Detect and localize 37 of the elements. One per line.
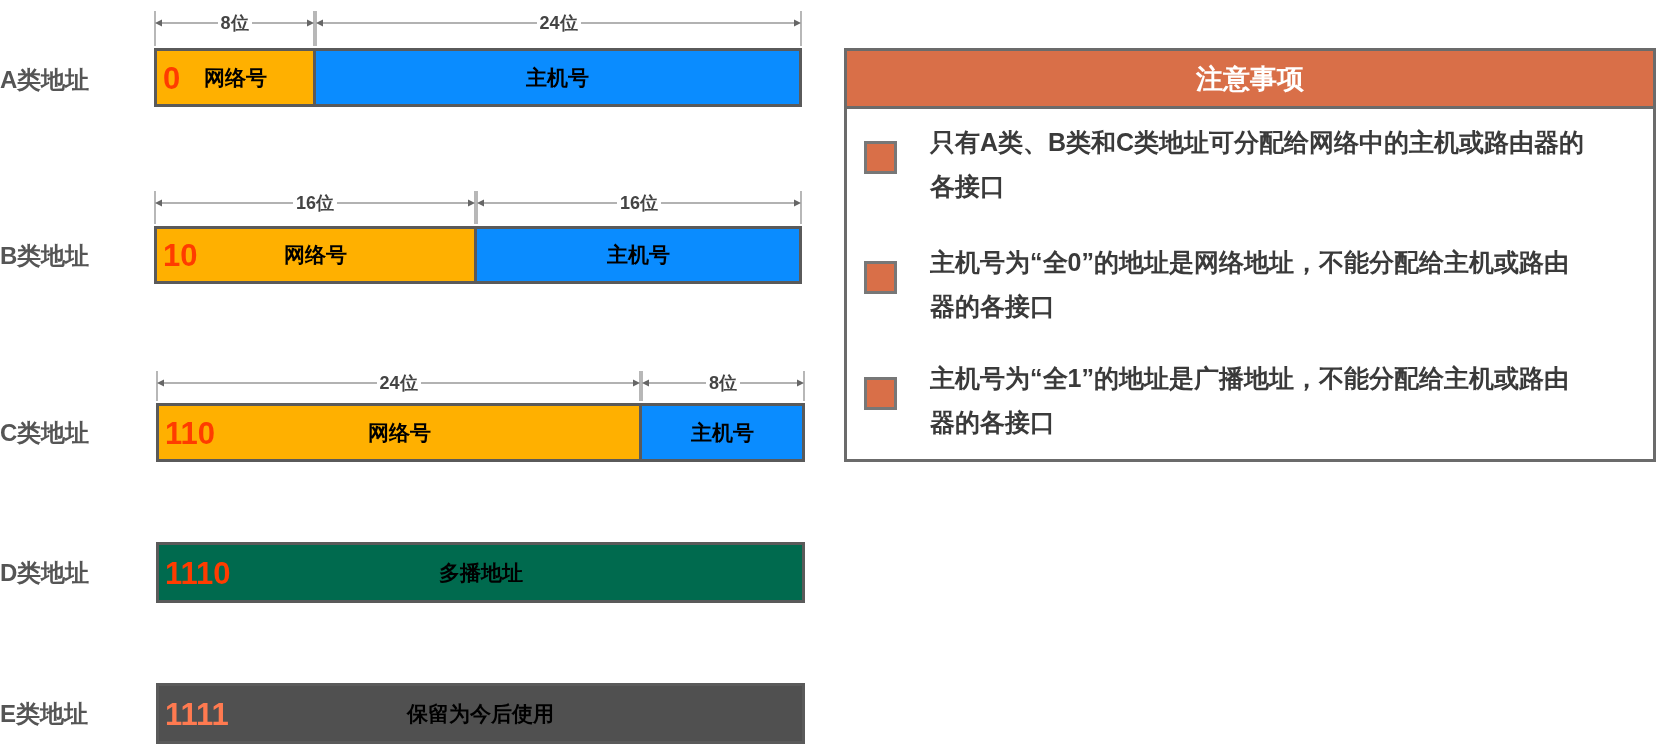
field-name: 多播地址 bbox=[438, 560, 523, 585]
notes-panel bbox=[844, 48, 1656, 462]
address-class-label: D类地址 bbox=[0, 561, 90, 585]
dimension-label: 16位 bbox=[293, 194, 337, 212]
field-name: 保留为今后使用 bbox=[407, 701, 554, 726]
panel-header: 注意事项 bbox=[847, 51, 1653, 109]
prefix-bits: 1111 bbox=[165, 698, 229, 729]
dimension-label: 24位 bbox=[536, 14, 581, 32]
field-name: 主机号 bbox=[526, 65, 589, 90]
address-field-bar bbox=[156, 542, 805, 603]
dimension-label: 8位 bbox=[706, 374, 740, 392]
prefix-bits: 10 bbox=[163, 239, 198, 271]
field-name: 网络号 bbox=[203, 65, 267, 90]
note-text: 主机号为“全0”的地址是网络地址，不能分配给主机或路由器的各接口 bbox=[930, 247, 1570, 322]
note-text: 只有A类、B类和C类地址可分配给网络中的主机或路由器的各接口 bbox=[930, 127, 1586, 202]
dimension-label: 24位 bbox=[376, 374, 421, 392]
field-name: 主机号 bbox=[606, 243, 670, 267]
network-field-bar bbox=[156, 403, 642, 462]
address-class-label: A类地址 bbox=[0, 68, 90, 92]
field-name: 主机号 bbox=[690, 420, 754, 445]
dimension-label: 16位 bbox=[617, 194, 661, 212]
network-field-bar bbox=[154, 48, 316, 107]
host-field-bar bbox=[313, 48, 802, 107]
address-class-label: C类地址 bbox=[0, 421, 90, 445]
prefix-bits: 110 bbox=[165, 417, 215, 448]
address-class-label: B类地址 bbox=[0, 244, 90, 268]
address-field-bar bbox=[156, 683, 805, 744]
prefix-bits: 1110 bbox=[165, 557, 231, 588]
host-field-bar bbox=[639, 403, 805, 462]
address-class-label: E类地址 bbox=[0, 702, 88, 726]
field-name: 网络号 bbox=[367, 420, 431, 445]
dimension-label: 8位 bbox=[217, 14, 252, 32]
note-text: 主机号为“全1”的地址是广播地址，不能分配给主机或路由器的各接口 bbox=[930, 363, 1570, 438]
host-field-bar bbox=[474, 226, 802, 284]
field-name: 网络号 bbox=[284, 243, 347, 267]
prefix-bits: 0 bbox=[163, 62, 181, 93]
network-field-bar bbox=[154, 226, 477, 284]
